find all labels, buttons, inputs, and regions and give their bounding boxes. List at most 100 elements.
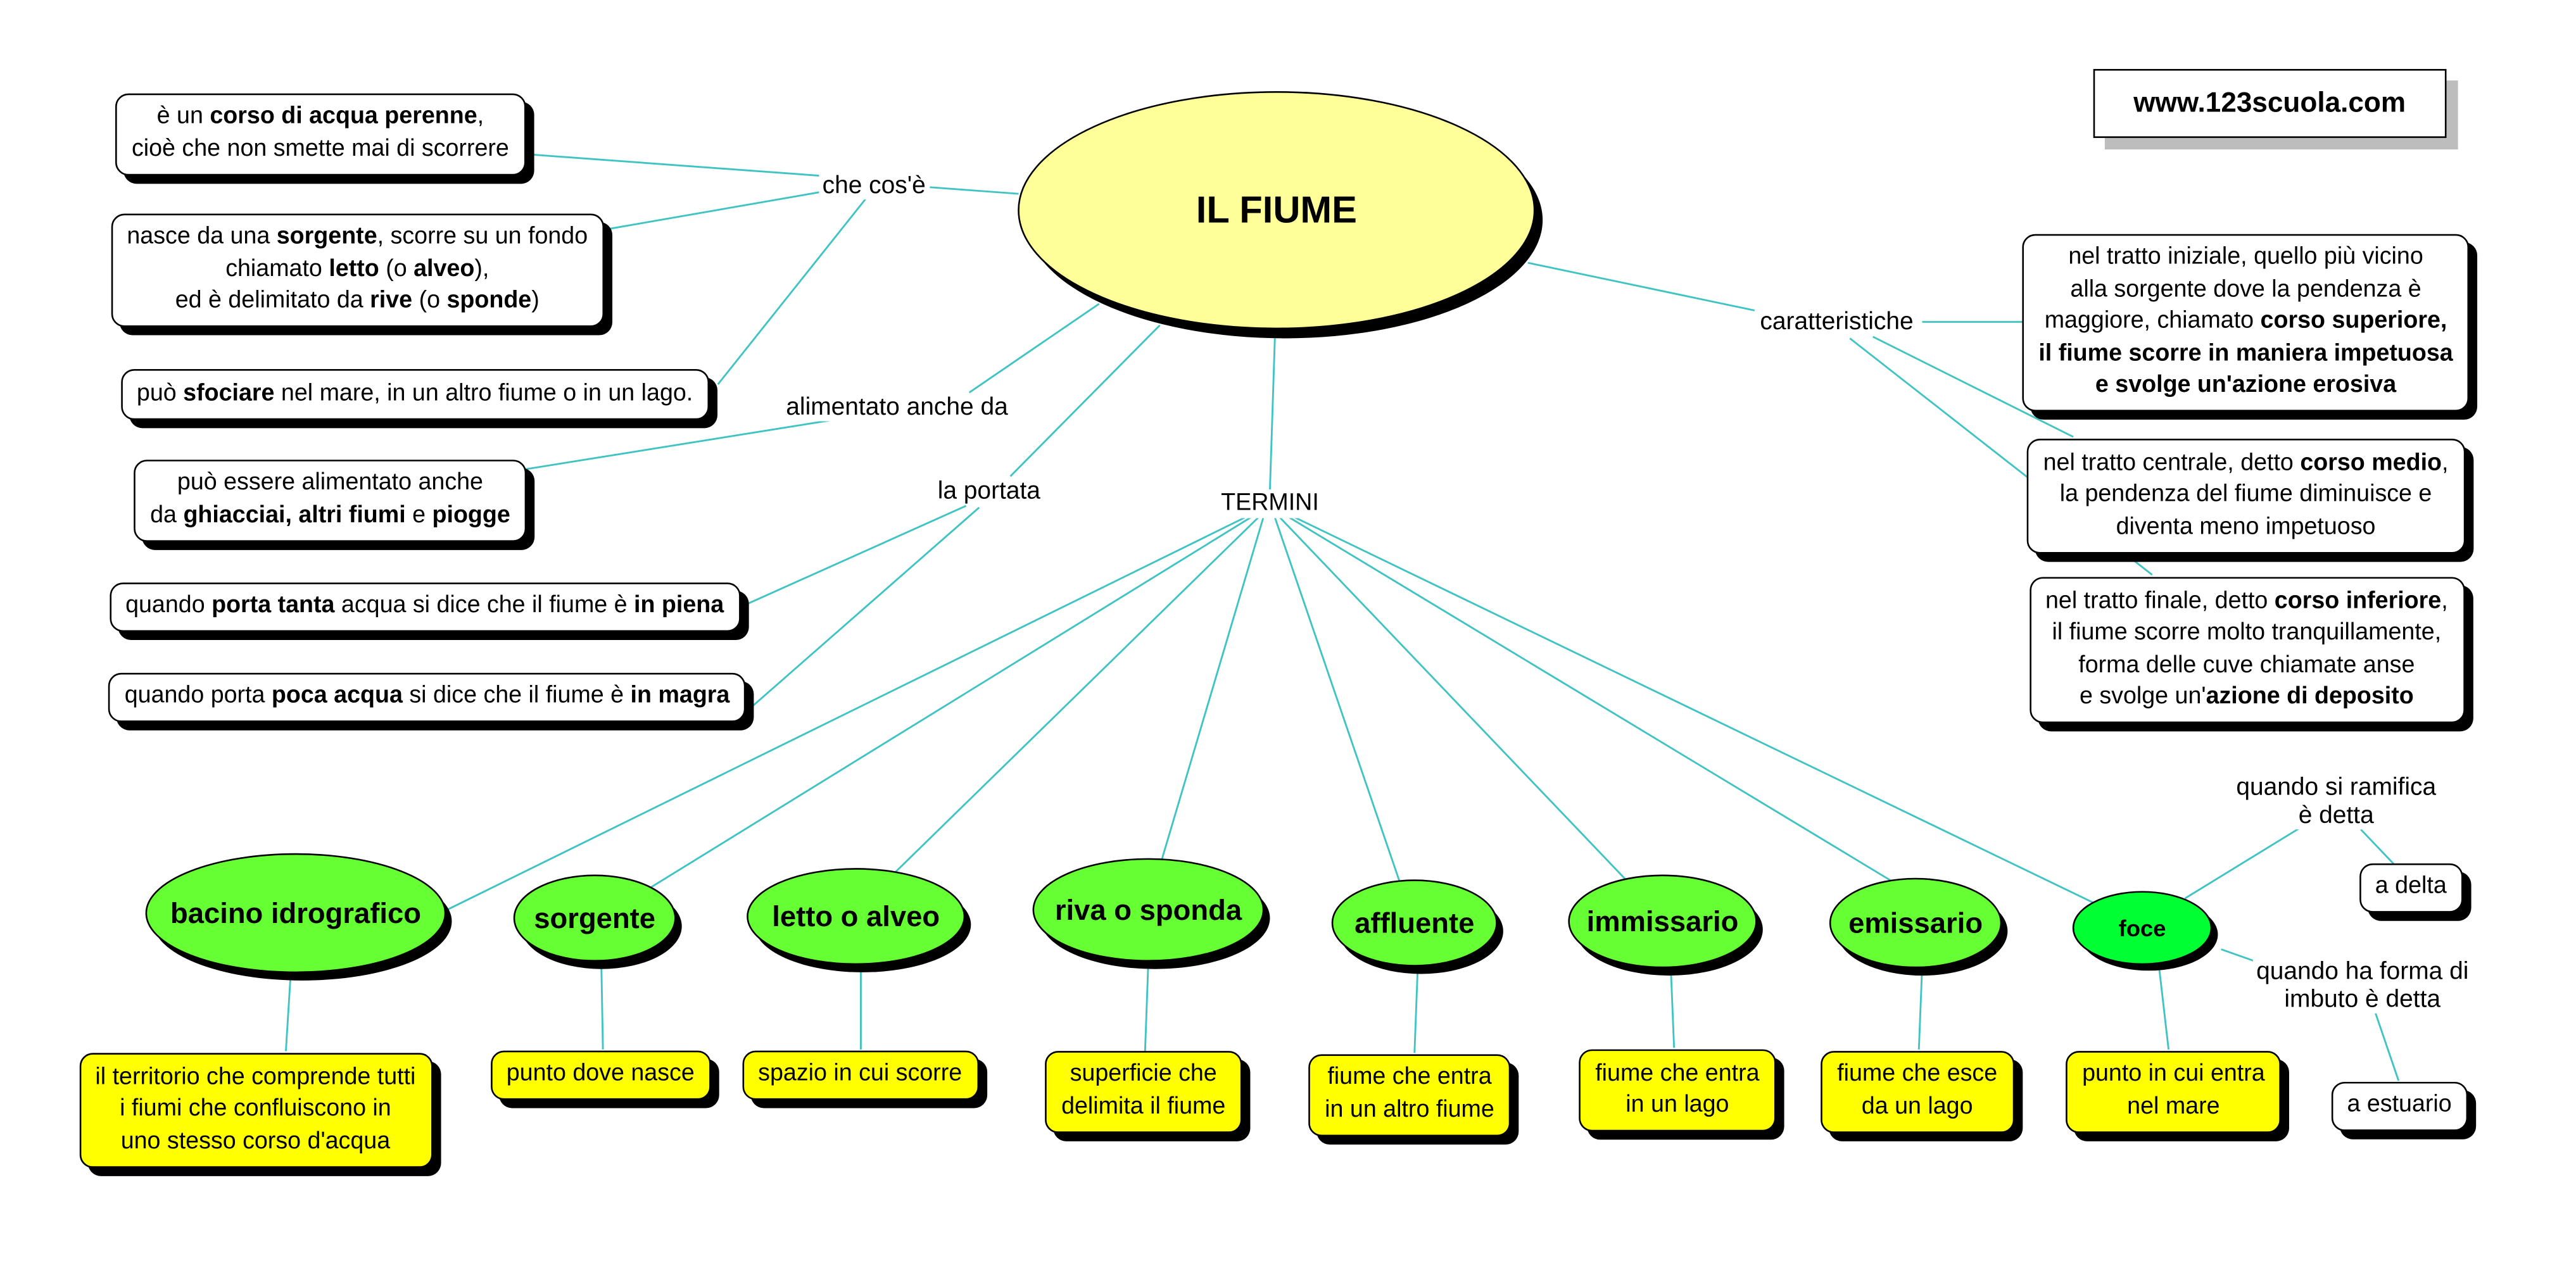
link-label-what-is: che cos'è (819, 172, 930, 200)
text-run: , (2442, 449, 2449, 476)
text-run: e (405, 501, 432, 529)
text-run: (o (412, 287, 447, 315)
text-line: nel tratto iniziale, quello più vicino (2038, 242, 2453, 275)
text-run: uno stesso corso d'acqua (120, 1127, 391, 1155)
text-line: ed è delimitato da rive (o sponde) (127, 286, 588, 318)
bold-text-run: in magra (630, 682, 730, 710)
text-line: da ghiacciai, altri fiumi e piogge (150, 500, 510, 532)
text-line: nasce da una sorgente, scorre su un fond… (127, 222, 588, 254)
connector-line (1269, 338, 1276, 490)
connector-line (1009, 324, 1161, 477)
term-label: bacino idrografico (170, 896, 422, 930)
text-run: fiume che entra (1595, 1060, 1760, 1086)
text-run: nel mare, in un altro fiume o in un lago… (274, 379, 693, 406)
text-run: quando (125, 592, 212, 619)
characteristic-box: nel tratto centrale, detto corso medio,l… (2026, 438, 2465, 554)
connector-line (1273, 517, 1401, 882)
text-line: nel mare (2082, 1091, 2265, 1124)
bold-text-run: letto (329, 255, 379, 282)
connector-line (1670, 967, 1676, 1048)
text-run: diventa meno impetuoso (2116, 513, 2376, 541)
text-run: è detta (2298, 801, 2374, 830)
text-line: fiume che entra (1325, 1062, 1494, 1095)
connector-line (968, 303, 1100, 394)
term-node-sorgente (513, 874, 676, 962)
connector-line (2360, 829, 2395, 865)
text-line: punto in cui entra (2082, 1059, 2265, 1091)
text-run: quando si ramifica (2236, 773, 2437, 802)
link-label-flow-rate: la portata (934, 477, 1044, 505)
text-run: la pendenza del fiume diminuisce e (2059, 481, 2432, 508)
bold-text-run: alveo (414, 255, 475, 282)
text-run: può essere alimentato anche (177, 469, 484, 496)
term-description-box: fiume che esce da un lago (1821, 1050, 2014, 1133)
text-run: fiume che esce (1837, 1060, 1998, 1088)
text-line: superficie che (1061, 1059, 1225, 1091)
characteristic-box: nel tratto finale, detto corso inferiore… (2029, 577, 2465, 724)
definition-box: può sfociare nel mare, in un altro fiume… (120, 368, 710, 420)
bold-text-run: e svolge un'azione erosiva (2095, 372, 2397, 399)
website-label: www.123scuola.com (2092, 68, 2447, 138)
text-run: imbuto è detta (2284, 985, 2441, 1014)
text-line: può sfociare nel mare, in un altro fiume… (137, 378, 693, 410)
bold-text-run: rive (370, 287, 413, 315)
term-label: emissario (1848, 907, 1983, 939)
term-node-immissario (1568, 874, 1757, 969)
text-line: da un lago (1837, 1091, 1997, 1124)
text-run: spazio in cui scorre (758, 1060, 963, 1087)
text-line: la pendenza del fiume diminuisce e (2043, 480, 2449, 512)
term-label: foce (2118, 915, 2166, 941)
term-node-foce (2072, 891, 2213, 965)
text-run: chiamato (225, 255, 329, 282)
text-line: è un corso di acqua perenne, (132, 102, 509, 134)
central-topic-title: IL FIUME (1196, 188, 1357, 231)
definition-box: nasce da una sorgente, scorre su un fond… (110, 213, 605, 328)
text-line: quando si ramifica (2236, 774, 2436, 801)
text-run: acqua si dice che il fiume è (334, 592, 635, 619)
connector-line (1872, 336, 2074, 438)
text-run: nel tratto centrale, detto (2043, 449, 2301, 476)
bold-text-run: piogge (432, 501, 510, 529)
text-run: ) (531, 287, 540, 315)
text-run: , (2441, 587, 2448, 614)
text-run: il fiume scorre molto tranquillamente, (2052, 620, 2442, 646)
connector-line (529, 153, 820, 177)
text-line: chiamato letto (o alveo), (127, 254, 588, 286)
text-line: in un altro fiume (1325, 1095, 1494, 1127)
term-node-emissario (1829, 877, 2002, 969)
term-label: riva o sponda (1054, 893, 1242, 927)
connector-line (752, 506, 980, 707)
bold-text-run: corso superiore, (2260, 308, 2447, 335)
term-node-letto-o-alveo (747, 868, 966, 965)
text-line: maggiore, chiamato corso superiore, (2038, 306, 2453, 339)
term-node-bacino-idrografico (145, 853, 446, 974)
text-line: diventa meno impetuoso (2043, 512, 2449, 544)
text-run: , scorre su un fondo (377, 223, 588, 250)
text-run: da un lago (1861, 1093, 1973, 1120)
text-run: delimita il fiume (1061, 1093, 1226, 1120)
text-run: nel tratto finale, detto (2045, 587, 2275, 614)
text-line: in un lago (1595, 1091, 1759, 1123)
flow-rate-box: quando porta tanta acqua si dice che il … (109, 581, 741, 632)
text-line: imbuto è detta (2256, 986, 2468, 1014)
mouth-type-delta-box: a delta (2358, 862, 2463, 913)
text-line: uno stesso corso d'acqua (95, 1126, 415, 1158)
bold-text-run: in piena (634, 592, 724, 619)
term-node-affluente (1331, 879, 1498, 967)
term-label: affluente (1354, 907, 1475, 939)
connector-line (600, 960, 604, 1050)
link-label-terms: TERMINI (1217, 490, 1322, 518)
link-label-characteristics: caratteristiche (1757, 308, 1917, 336)
text-run: nel tratto iniziale, quello più vicino (2068, 244, 2423, 270)
text-run: nel mare (2127, 1093, 2220, 1120)
text-run: maggiore, chiamato (2044, 308, 2261, 335)
bold-text-run: corso inferiore (2274, 587, 2442, 614)
link-label-fed-by: alimentato anche da (783, 393, 1011, 422)
connector-line (2184, 822, 2309, 900)
connector-line (894, 517, 1260, 873)
text-run: da (150, 501, 184, 529)
text-run: i fiumi che confluiscono in (120, 1095, 391, 1122)
